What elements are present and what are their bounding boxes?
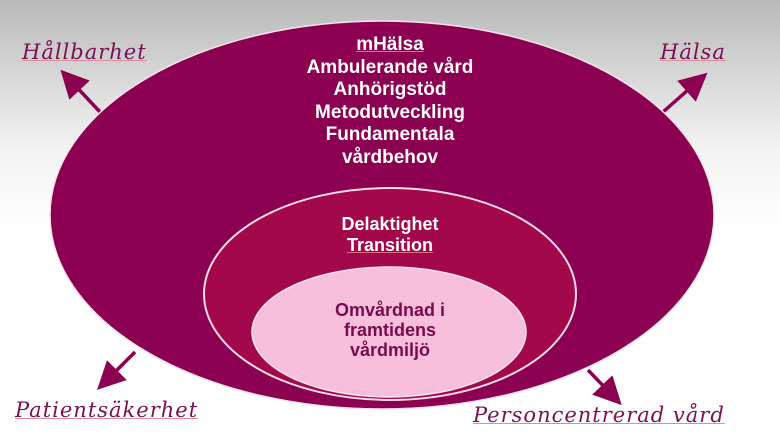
outer-line-3: Metodutveckling (315, 101, 465, 123)
middle-line-1: Transition (346, 235, 433, 255)
inner-line-0: Omvårdnad i (334, 300, 446, 320)
arrow-bottom-left (97, 350, 137, 390)
outer-ring-text: mHälsa Ambulerande vård Anhörigstöd Meto… (240, 34, 540, 169)
inner-ellipse (251, 266, 527, 398)
arrow-top-left (60, 69, 102, 114)
middle-line-0: Delaktighet (341, 214, 439, 234)
outer-line-1: Ambulerande vård (306, 56, 474, 78)
middle-ring-text: Delaktighet Transition (290, 214, 490, 256)
arrow-top-right (661, 72, 708, 114)
inner-ring-text: Omvårdnad i framtidens vårdmiljö (290, 300, 490, 360)
outer-line-4: Fundamentala (325, 124, 455, 145)
label-bottom-left: Patientsäkerhet (15, 398, 199, 422)
inner-line-2: vårdmiljö (349, 340, 431, 360)
label-bottom-right: Personcentrerad vård (473, 403, 725, 427)
outer-line-0: mHälsa (356, 34, 424, 55)
label-top-right: Hälsa (660, 40, 726, 64)
outer-line-5: vårdbehov (341, 146, 439, 168)
inner-line-1: framtidens (343, 320, 437, 340)
arrow-bottom-right (586, 368, 622, 406)
label-top-left: Hållbarhet (22, 40, 147, 64)
outer-line-2: Anhörigstöd (333, 79, 447, 100)
